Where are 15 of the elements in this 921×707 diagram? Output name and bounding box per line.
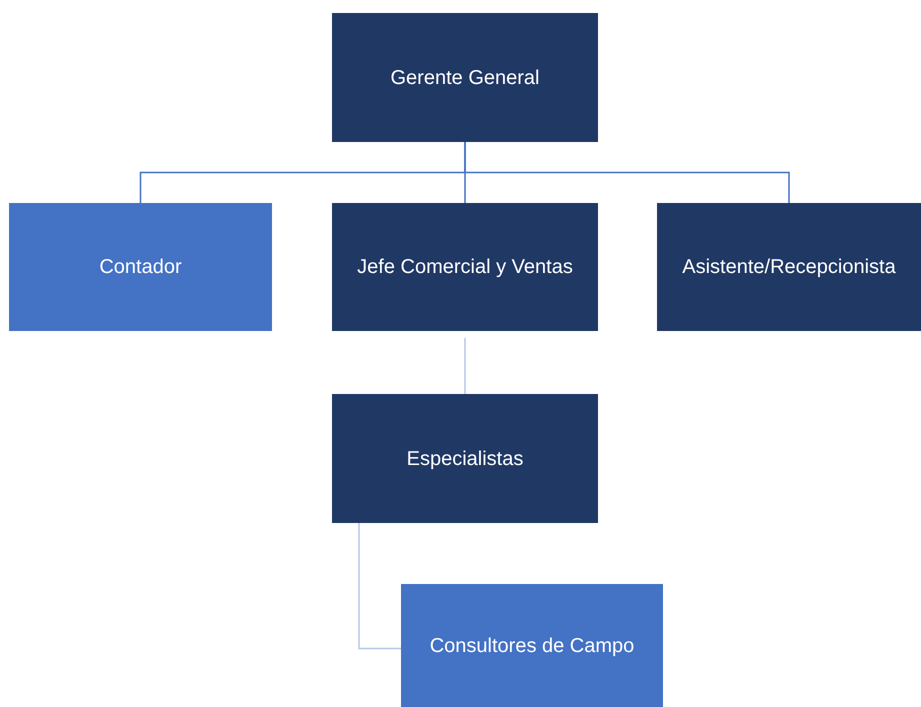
role-label: Contador bbox=[99, 255, 182, 279]
role-label: Asistente/Recepcionista bbox=[682, 255, 896, 279]
org-box bbox=[332, 13, 598, 142]
role-label: Consultores de Campo bbox=[430, 634, 634, 658]
org-box bbox=[9, 203, 272, 331]
role-label: Gerente General bbox=[390, 66, 540, 90]
org-box bbox=[401, 584, 663, 707]
org-box bbox=[332, 394, 598, 523]
org-box bbox=[332, 203, 598, 331]
role-label: Jefe Comercial y Ventas bbox=[357, 255, 573, 279]
role-label: Especialistas bbox=[406, 446, 524, 470]
org-box bbox=[657, 203, 921, 331]
connector-line bbox=[464, 338, 466, 394]
connector-line bbox=[358, 523, 401, 650]
connector-line bbox=[464, 142, 790, 203]
